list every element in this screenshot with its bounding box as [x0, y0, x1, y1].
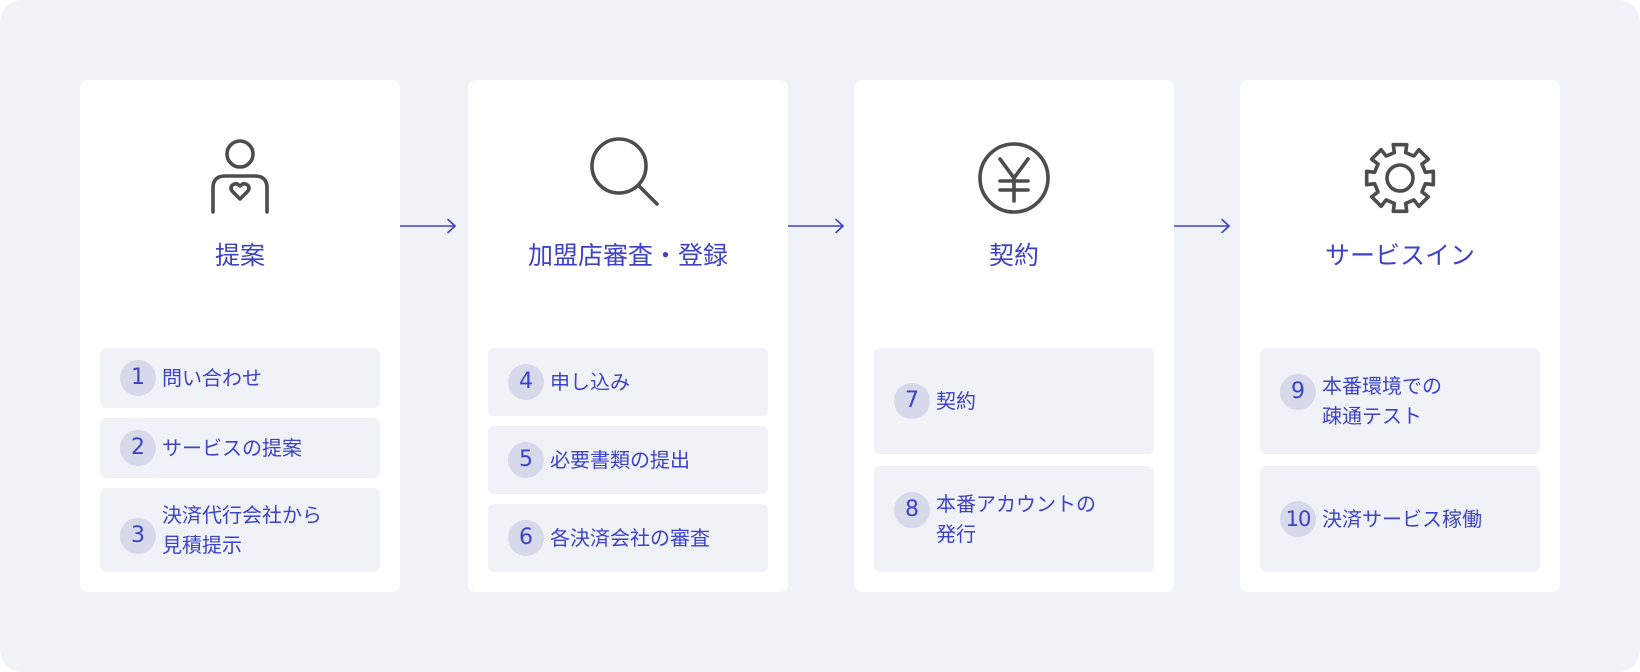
- step-number: 8: [894, 492, 930, 528]
- arrow-right-icon: [400, 216, 458, 236]
- step-label: 決済代行会社から 見積提示: [162, 503, 322, 557]
- step-item: 8 本番アカウントの 発行: [874, 466, 1154, 572]
- stage-card-proposal: 提案 1 問い合わせ 2 サービスの提案 3 決済代行会社から 見積提示: [80, 80, 400, 592]
- step-item: 9 本番環境での 疎通テスト: [1260, 348, 1540, 454]
- step-item: 5 必要書類の提出: [488, 426, 768, 494]
- step-number: 10: [1280, 501, 1316, 537]
- step-label: 契約: [936, 389, 976, 413]
- step-item: 6 各決済会社の審査: [488, 504, 768, 572]
- step-item: 1 問い合わせ: [100, 348, 380, 408]
- stage-card-service-in: サービスイン 9 本番環境での 疎通テスト 10 決済サービス稼働: [1240, 80, 1560, 592]
- step-label: 決済サービス稼働: [1322, 507, 1482, 531]
- step-label: 問い合わせ: [162, 366, 262, 390]
- arrow-right-icon: [788, 216, 846, 236]
- step-number: 2: [120, 430, 156, 466]
- step-label: 申し込み: [550, 370, 630, 394]
- step-number: 5: [508, 442, 544, 478]
- step-number: 7: [894, 383, 930, 419]
- step-item: 4 申し込み: [488, 348, 768, 416]
- arrow-right-icon: [1174, 216, 1232, 236]
- stage-title: サービスイン: [1324, 241, 1475, 270]
- step-item: 10 決済サービス稼働: [1260, 466, 1540, 572]
- step-number: 9: [1280, 374, 1316, 410]
- step-number: 6: [508, 520, 544, 556]
- yen-icon: [972, 136, 1056, 220]
- step-label: 本番アカウントの 発行: [936, 492, 1096, 546]
- stage-title: 契約: [988, 241, 1039, 270]
- user-heart-icon: [198, 136, 282, 220]
- step-item: 3 決済代行会社から 見積提示: [100, 488, 380, 572]
- step-label: 各決済会社の審査: [550, 526, 710, 550]
- stage-title: 加盟店審査・登録: [527, 241, 728, 270]
- stage-card-review: 加盟店審査・登録 4 申し込み 5 必要書類の提出 6 各決済会社の審査: [468, 80, 788, 592]
- step-label: 必要書類の提出: [550, 448, 690, 472]
- search-icon: [586, 136, 670, 220]
- step-number: 1: [120, 360, 156, 396]
- gear-icon: [1358, 136, 1442, 220]
- step-number: 3: [120, 518, 156, 554]
- step-item: 7 契約: [874, 348, 1154, 454]
- step-label: 本番環境での 疎通テスト: [1322, 374, 1442, 428]
- step-label: サービスの提案: [162, 436, 302, 460]
- step-number: 4: [508, 364, 544, 400]
- step-item: 2 サービスの提案: [100, 418, 380, 478]
- stage-card-contract: 契約 7 契約 8 本番アカウントの 発行: [854, 80, 1174, 592]
- stage-title: 提案: [214, 241, 265, 270]
